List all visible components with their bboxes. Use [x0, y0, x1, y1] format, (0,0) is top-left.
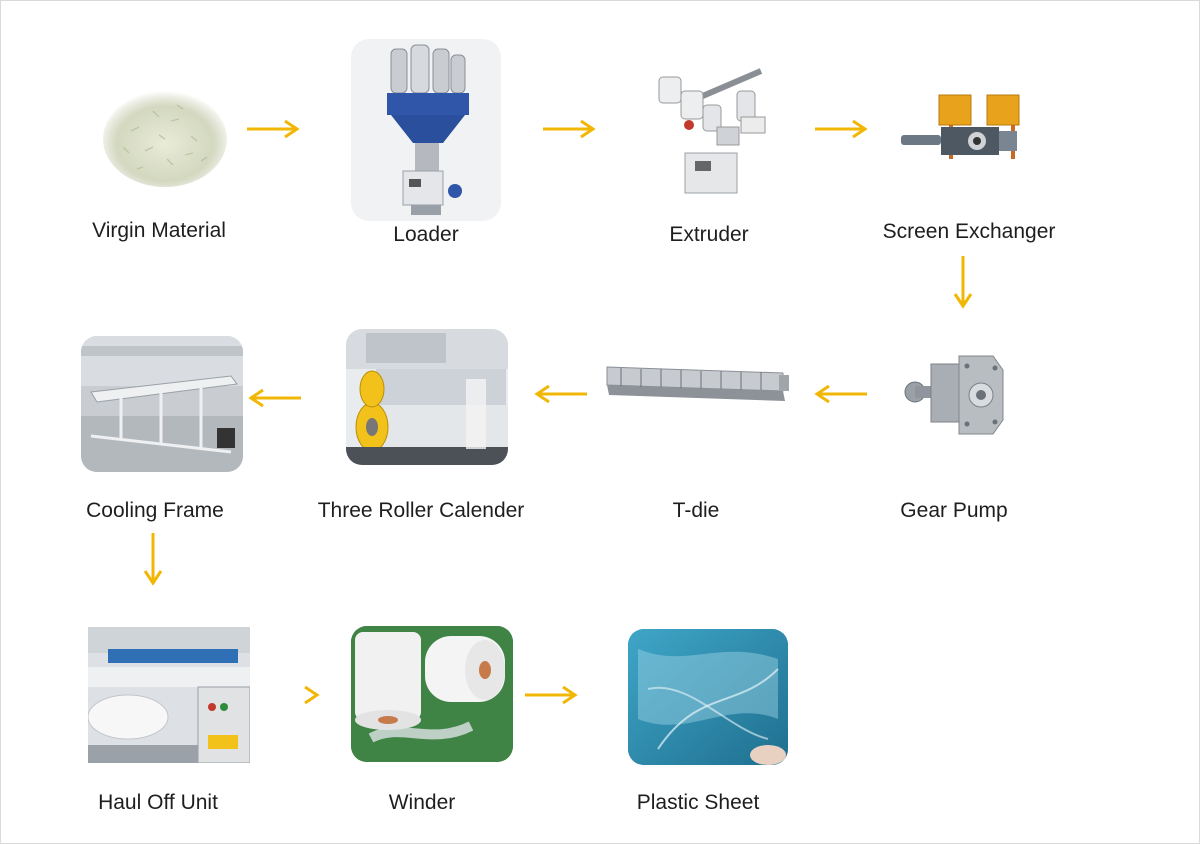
arrow-right-icon [245, 118, 301, 140]
film-rolls-image [351, 626, 513, 762]
step-label-screen-exchanger: Screen Exchanger [882, 220, 1056, 243]
calender-rollers-image [346, 329, 508, 465]
step-label-plastic-sheet: Plastic Sheet [636, 791, 760, 814]
arrow-down-icon [952, 254, 974, 310]
step-label-three-roller-calender: Three Roller Calender [317, 499, 525, 522]
arrow-left-icon [247, 387, 303, 409]
cooling-frame-image [81, 336, 243, 472]
step-label-virgin-material: Virgin Material [92, 219, 226, 242]
step-label-loader: Loader [393, 223, 459, 246]
screen-exchanger-image [901, 91, 1023, 166]
arrow-right-icon [813, 118, 869, 140]
step-label-winder: Winder [388, 791, 456, 814]
arrow-right-icon [523, 684, 579, 706]
step-label-haul-off-unit: Haul Off Unit [98, 791, 218, 814]
step-label-gear-pump: Gear Pump [900, 499, 1008, 522]
gear-pump-image [901, 346, 1007, 438]
plastic-sheet-image [628, 629, 788, 765]
extruder-machine-image [651, 61, 771, 199]
arrow-down-icon [142, 531, 164, 587]
loader-machine-image [351, 39, 501, 221]
arrow-left-icon [533, 383, 589, 405]
step-label-cooling-frame: Cooling Frame [86, 499, 224, 522]
step-label-extruder: Extruder [669, 223, 749, 246]
arrow-right-icon [299, 684, 321, 706]
t-die-image [601, 361, 793, 409]
step-label-t-die: T-die [672, 499, 720, 522]
haul-off-machine-image [88, 627, 250, 763]
arrow-left-icon [813, 383, 869, 405]
arrow-right-icon [541, 118, 597, 140]
pellets-image [101, 81, 229, 191]
